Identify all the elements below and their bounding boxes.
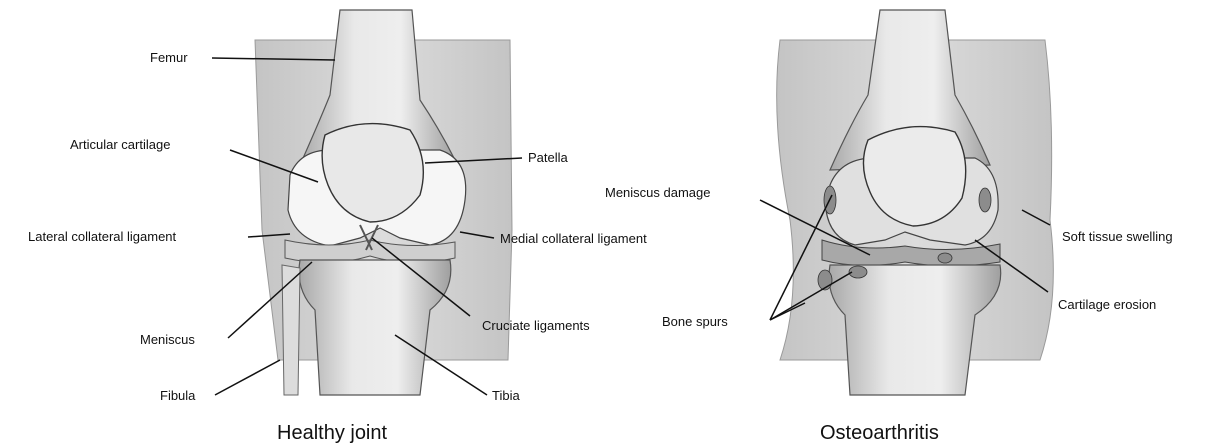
label-femur: Femur — [150, 50, 188, 66]
label-soft-tissue-swelling: Soft tissue swelling — [1062, 229, 1173, 245]
label-lateral-collateral-ligament: Lateral collateral ligament — [28, 229, 176, 245]
healthy-fibula-shape — [282, 265, 300, 395]
healthy-joint-illustration — [255, 10, 512, 395]
label-cartilage-erosion: Cartilage erosion — [1058, 297, 1156, 313]
label-cruciate-ligaments: Cruciate ligaments — [482, 318, 590, 334]
label-medial-collateral-ligament: Medial collateral ligament — [500, 231, 647, 247]
healthy-tibia-shape — [299, 260, 451, 395]
leader-fibula — [215, 360, 280, 395]
caption-osteoarthritis: Osteoarthritis — [820, 422, 939, 445]
label-bone-spurs: Bone spurs — [662, 314, 728, 330]
label-meniscus-damage: Meniscus damage — [605, 185, 711, 201]
osteoarthritis-illustration — [777, 10, 1054, 395]
label-meniscus: Meniscus — [140, 332, 195, 348]
label-fibula: Fibula — [160, 388, 195, 404]
caption-healthy-joint: Healthy joint — [277, 422, 387, 445]
label-patella: Patella — [528, 150, 568, 166]
label-articular-cartilage: Articular cartilage — [70, 137, 170, 153]
label-tibia: Tibia — [492, 388, 520, 404]
